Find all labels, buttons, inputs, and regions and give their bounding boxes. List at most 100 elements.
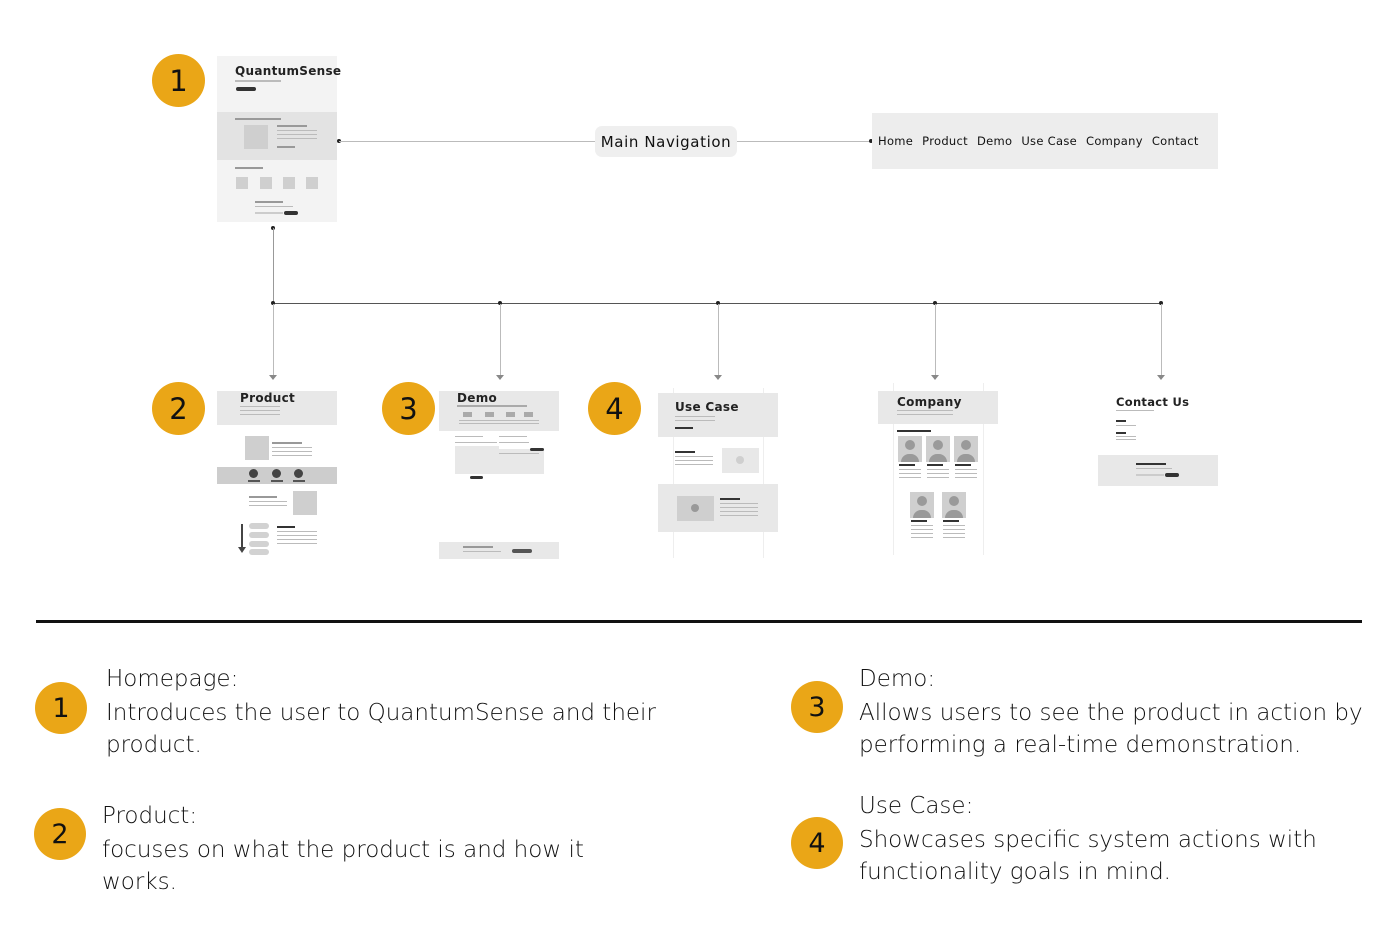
wire-button: [1165, 473, 1179, 477]
wire-bar: [1116, 420, 1126, 422]
wire-bar: [911, 520, 927, 522]
connector-dot: [716, 301, 720, 305]
legend-title-demo: Demo:: [859, 666, 936, 692]
wire-bar: [911, 537, 933, 538]
wire-image: [293, 491, 317, 515]
wire-bar: [1116, 410, 1154, 411]
wire-bar: [943, 533, 965, 534]
wire-bar: [235, 80, 281, 82]
wire-bar: [277, 539, 317, 540]
nav-item-home[interactable]: Home: [878, 134, 914, 148]
legend-desc-use-case-2: functionality goals in mind.: [859, 859, 1171, 885]
wire-bar: [277, 138, 317, 139]
wire-bar: [897, 410, 953, 411]
wire-bar: [675, 451, 695, 453]
arrow-icon: [931, 375, 939, 380]
nav-item-product[interactable]: Product: [922, 134, 968, 148]
demo-wireframe[interactable]: Demo: [439, 391, 559, 559]
wire-bar: [272, 447, 312, 448]
main-navigation-label: Main Navigation: [595, 126, 737, 157]
wire-header: [217, 391, 337, 425]
wire-bar: [277, 130, 317, 131]
wire-button: [470, 476, 483, 479]
homepage-brand: QuantumSense: [235, 64, 342, 78]
wire-bar: [943, 525, 965, 526]
wire-bar: [249, 505, 287, 506]
connector-line: [339, 141, 595, 142]
wire-bar: [463, 551, 501, 552]
wire-bar: [499, 442, 529, 443]
nav-item-contact[interactable]: Contact: [1151, 134, 1199, 148]
main-navigation-bar[interactable]: Home Product Demo Use Case Company Conta…: [872, 113, 1218, 169]
wire-image: [306, 177, 318, 189]
wire-button: [530, 448, 544, 451]
play-icon: [736, 456, 744, 464]
use-case-wireframe[interactable]: Use Case: [658, 388, 778, 558]
wire-bar: [897, 414, 953, 415]
wire-bar: [675, 420, 715, 421]
badge-product: 2: [152, 382, 205, 435]
product-wireframe[interactable]: Product: [217, 391, 337, 556]
wire-bar: [1136, 468, 1172, 469]
wire-bar: [240, 406, 280, 407]
wire-bar: [1116, 432, 1126, 434]
wire-bar: [277, 531, 317, 532]
company-wireframe[interactable]: Company: [878, 383, 998, 555]
wire-bar: [455, 442, 497, 443]
connector-dot: [271, 301, 275, 305]
legend-desc-homepage-1: Introduces the user to QuantumSense and …: [106, 700, 656, 726]
avatar: [954, 436, 978, 462]
wire-bar: [255, 212, 283, 214]
homepage-wireframe[interactable]: QuantumSense: [217, 56, 341, 222]
wire-step: [249, 549, 269, 555]
play-icon: [691, 504, 699, 512]
badge-demo: 3: [382, 382, 435, 435]
wire-bar: [457, 405, 527, 407]
contact-title: Contact Us: [1116, 395, 1190, 409]
contact-wireframe[interactable]: Contact Us: [1098, 390, 1218, 487]
badge-homepage: 1: [152, 54, 205, 107]
wire-bar: [897, 430, 931, 432]
wire-bar: [720, 507, 758, 508]
wire-bar: [272, 451, 312, 452]
wire-bar: [463, 546, 493, 548]
nav-item-demo[interactable]: Demo: [976, 134, 1013, 148]
demo-title: Demo: [457, 391, 498, 405]
wire-bar: [240, 414, 280, 415]
nav-item-use-case[interactable]: Use Case: [1021, 134, 1077, 148]
wire-bar: [720, 515, 758, 516]
wire-bar: [272, 442, 302, 444]
connector-line: [500, 304, 501, 376]
wire-bar: [955, 469, 977, 470]
wire-button: [512, 549, 532, 553]
connector-line: [718, 304, 719, 376]
connector-dot: [1159, 301, 1163, 305]
wire-bar: [911, 529, 933, 530]
arrow-icon: [714, 375, 722, 380]
connector-line: [273, 304, 274, 376]
avatar: [910, 492, 934, 518]
wire-image: [260, 177, 272, 189]
legend-desc-use-case-1: Showcases specific system actions with: [859, 827, 1317, 853]
wire-bar: [455, 436, 483, 437]
nav-item-company[interactable]: Company: [1086, 134, 1143, 148]
wire-bar: [1116, 436, 1136, 437]
connector-dot: [933, 301, 937, 305]
wire-image: [283, 177, 295, 189]
wire-bar: [1136, 474, 1164, 476]
wire-icon: [272, 469, 281, 478]
avatar: [926, 436, 950, 462]
wire-bar: [927, 469, 949, 470]
wire-step: [249, 541, 269, 547]
wire-image: [245, 436, 269, 460]
wire-input: [455, 446, 499, 474]
wire-bar: [911, 525, 933, 526]
wire-bar: [277, 146, 295, 148]
wire-bar: [943, 537, 965, 538]
legend-desc-demo-2: performing a real-time demonstration.: [859, 732, 1302, 758]
wire-guide: [673, 388, 764, 558]
arrow-icon: [269, 375, 277, 380]
wire-bar: [240, 410, 280, 411]
wire-step: [485, 412, 494, 417]
wire-icon: [294, 469, 303, 478]
